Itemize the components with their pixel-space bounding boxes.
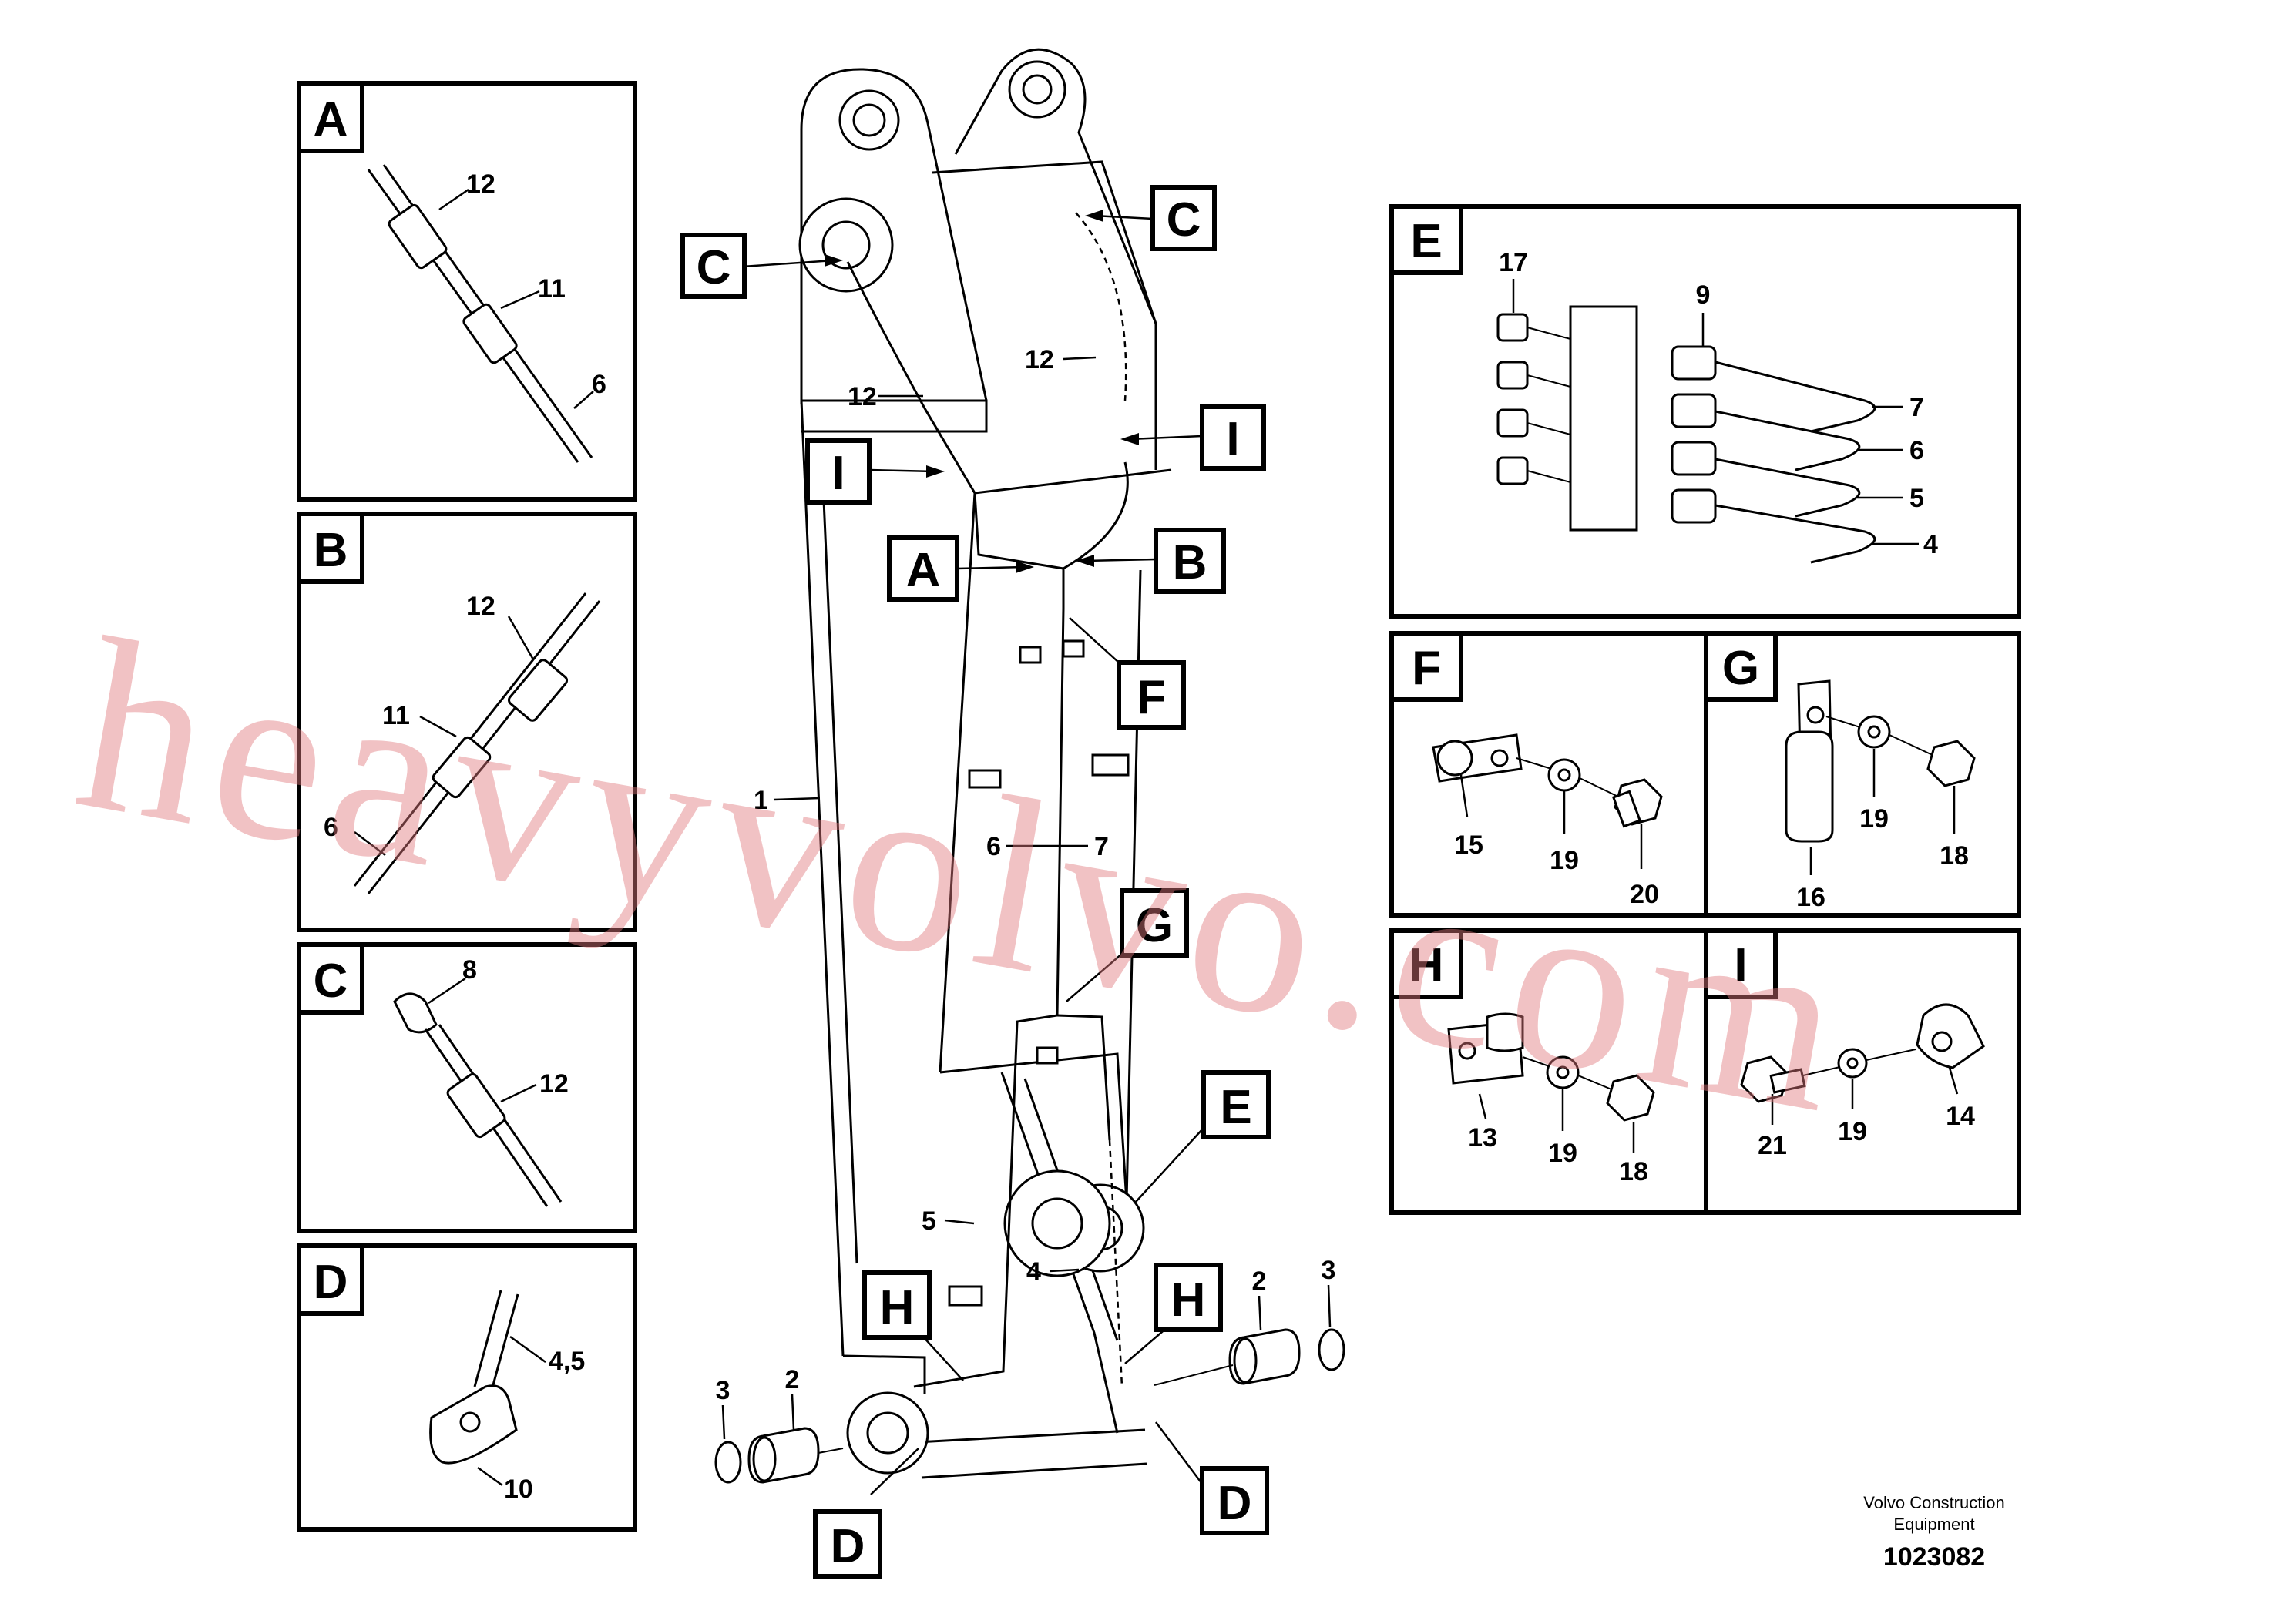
- tag-h-right: H: [1171, 1273, 1206, 1327]
- panel-f-label: F: [1412, 642, 1441, 695]
- panel-b-callout-6: 6: [324, 813, 338, 842]
- detail-panel-a: A 12 11 6: [297, 81, 637, 502]
- credit-line-1: Volvo Construction: [1863, 1493, 2004, 1512]
- panel-g-label: G: [1722, 642, 1759, 695]
- panel-a-callout-11: 11: [538, 274, 566, 304]
- panel-a-callout-12: 12: [466, 169, 495, 199]
- panel-e-callout-7: 7: [1909, 393, 1924, 422]
- detail-panel-i: I 21 19 14: [1704, 928, 2021, 1215]
- tag-h-left: H: [880, 1281, 915, 1334]
- main-callout-12-right: 12: [1025, 345, 1054, 374]
- section-tag-pointers: [742, 210, 1204, 1495]
- panel-e-label: E: [1410, 215, 1442, 268]
- panel-a-callout-6: 6: [592, 370, 606, 399]
- panel-i-label: I: [1734, 939, 1747, 992]
- panel-e-callout-9: 9: [1696, 280, 1711, 310]
- panel-g-callout-19: 19: [1859, 804, 1889, 834]
- main-callout-3-left: 3: [716, 1376, 731, 1405]
- panel-i-callout-21: 21: [1758, 1131, 1787, 1160]
- tag-c-right: C: [1167, 193, 1201, 247]
- panel-d-callout-4-5: 4,5: [549, 1347, 585, 1376]
- panel-e-callout-17: 17: [1499, 248, 1528, 277]
- tag-d-left: D: [831, 1520, 865, 1573]
- main-callout-12-left: 12: [848, 382, 877, 411]
- panel-f-callout-19: 19: [1550, 846, 1579, 875]
- panel-a-label: A: [314, 93, 348, 146]
- panel-g-callout-16: 16: [1796, 883, 1825, 912]
- panel-b-label: B: [314, 524, 348, 577]
- panel-g-callout-18: 18: [1940, 841, 1969, 871]
- panel-c-label: C: [314, 955, 348, 1008]
- tag-a: A: [906, 544, 941, 597]
- tag-d-right: D: [1218, 1477, 1252, 1530]
- panel-b-callout-12: 12: [466, 592, 495, 621]
- panel-e-callout-6: 6: [1909, 436, 1924, 465]
- tag-f: F: [1137, 671, 1166, 724]
- credit-line-2: Equipment: [1893, 1515, 1974, 1534]
- panel-f-callout-20: 20: [1630, 880, 1659, 909]
- drawing-credit: Volvo Construction Equipment 1023082: [1863, 1493, 2004, 1572]
- panel-h-callout-19: 19: [1548, 1139, 1577, 1168]
- main-callout-5: 5: [922, 1206, 936, 1236]
- detail-panel-e: E 17 9 7 6 5 4: [1389, 204, 2021, 619]
- panel-b-callout-11: 11: [382, 701, 410, 730]
- panel-f-callout-15: 15: [1454, 830, 1483, 860]
- main-callout-7: 7: [1094, 832, 1109, 861]
- detail-panel-h: H 13 19 18: [1389, 928, 1708, 1215]
- tag-g: G: [1136, 899, 1173, 952]
- fitting-stack: [1496, 313, 1876, 564]
- panel-i-callout-19: 19: [1838, 1117, 1867, 1146]
- main-callout-3-right: 3: [1322, 1256, 1336, 1285]
- main-callout-4: 4: [1026, 1257, 1041, 1287]
- panel-i-callout-14: 14: [1946, 1102, 1975, 1131]
- panel-c-callout-8: 8: [462, 955, 477, 985]
- watermark: heavyvolvo.com: [62, 587, 1869, 1166]
- detail-panel-g: G 16 19 18: [1704, 631, 2021, 918]
- panel-e-callout-4: 4: [1923, 530, 1938, 559]
- panel-h-label: H: [1409, 939, 1444, 992]
- tag-i-left: I: [831, 447, 845, 500]
- panel-d-callout-10: 10: [504, 1475, 533, 1504]
- tag-c-left: C: [697, 241, 731, 294]
- tag-i-right: I: [1226, 413, 1239, 466]
- panel-e-callout-5: 5: [1909, 484, 1924, 513]
- panel-h-callout-18: 18: [1619, 1157, 1648, 1186]
- detail-panel-b: B 12 11 6: [297, 512, 637, 932]
- detail-panel-d: D 4,5 10: [297, 1243, 637, 1532]
- tag-b: B: [1173, 536, 1207, 589]
- document-number: 1023082: [1883, 1542, 1985, 1572]
- tag-e: E: [1220, 1081, 1251, 1134]
- main-callouts: 12 12 1 6 7 5 4 3 2 2 3: [716, 345, 1336, 1440]
- main-callout-1: 1: [754, 786, 768, 815]
- main-callout-2-left: 2: [785, 1365, 800, 1394]
- main-callout-6: 6: [986, 832, 1001, 861]
- panel-d-label: D: [314, 1256, 348, 1309]
- panel-c-callout-12: 12: [539, 1069, 569, 1099]
- pins-and-rings: [714, 1328, 1345, 1484]
- panel-h-callout-13: 13: [1468, 1123, 1497, 1153]
- detail-panel-c: C 8 12: [297, 942, 637, 1233]
- main-arm-assembly: [798, 48, 1172, 1479]
- main-section-tags: C C I I A B F G E H H D D: [680, 185, 1271, 1579]
- main-callout-2-right: 2: [1252, 1267, 1267, 1296]
